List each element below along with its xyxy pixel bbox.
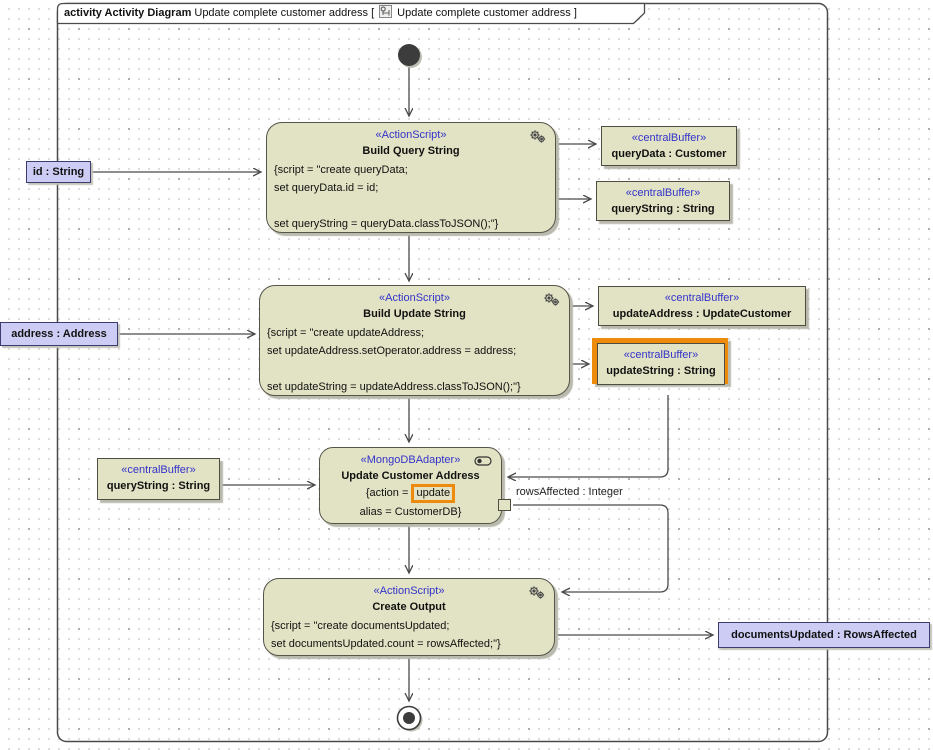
- buffer-label: updateString : String: [606, 365, 716, 377]
- final-node[interactable]: [396, 705, 423, 732]
- gears-icon: [527, 585, 546, 603]
- action-alias-line: alias = CustomerDB}: [359, 506, 462, 518]
- gears-icon: [528, 129, 547, 147]
- action-script-text: {script = "create updateAddress; set upd…: [267, 327, 521, 393]
- stereotype-label: «centralBuffer»: [623, 349, 699, 361]
- buffer-updateaddress-updatecustomer[interactable]: «centralBuffer» updateAddress : UpdateCu…: [598, 286, 806, 326]
- adapter-icon: [474, 456, 493, 469]
- initial-node[interactable]: [398, 44, 422, 68]
- highlighted-action-value[interactable]: update: [411, 484, 456, 503]
- action-build-update-string[interactable]: «ActionScript» Build Update String {scri…: [259, 285, 570, 396]
- action-name: Build Query String: [362, 145, 460, 157]
- action-property-line: {action = update: [320, 484, 501, 503]
- action-name: Update Customer Address: [341, 470, 480, 482]
- buffer-querydata-customer[interactable]: «centralBuffer» queryData : Customer: [601, 126, 737, 166]
- parameter-documentsupdated-rowsaffected[interactable]: documentsUpdated : RowsAffected: [718, 622, 930, 648]
- activity-diagram-icon: [379, 5, 393, 21]
- action-script-text: {script = "create queryData; set queryDa…: [274, 164, 499, 230]
- gears-icon: [542, 292, 561, 310]
- frame-title: activity Activity Diagram Update complet…: [64, 5, 577, 21]
- buffer-querystring-right[interactable]: «centralBuffer» queryString : String: [596, 181, 730, 221]
- frame-title-name: Update complete customer address [: [194, 7, 375, 19]
- frame-title-kind: activity Activity Diagram: [64, 7, 192, 19]
- action-update-customer-address[interactable]: «MongoDBAdapter» Update Customer Address…: [319, 447, 502, 524]
- parameter-label: documentsUpdated : RowsAffected: [731, 629, 917, 641]
- stereotype-label: «centralBuffer»: [121, 464, 196, 476]
- action-build-query-string[interactable]: «ActionScript» Build Query String {scrip…: [266, 122, 556, 233]
- output-pin-rowsaffected[interactable]: [498, 499, 511, 511]
- frame-header-tab: [56, 2, 646, 25]
- stereotype-label: «ActionScript»: [379, 292, 450, 304]
- parameter-id-string[interactable]: id : String: [26, 161, 91, 183]
- pin-label-rowsaffected: rowsAffected : Integer: [516, 486, 623, 498]
- buffer-label: updateAddress : UpdateCustomer: [612, 308, 792, 320]
- buffer-updatestring-string[interactable]: «centralBuffer» updateString : String: [597, 343, 725, 385]
- action-script-text: {script = "create documentsUpdated; set …: [271, 620, 501, 650]
- parameter-label: id : String: [32, 166, 85, 178]
- stereotype-label: «ActionScript»: [375, 129, 447, 141]
- action-name: Create Output: [372, 601, 446, 613]
- buffer-label: queryString : String: [611, 203, 715, 215]
- action-name: Build Update String: [363, 308, 466, 320]
- stereotype-label: «centralBuffer»: [664, 292, 740, 304]
- edge-rowsaffected-to-create-output[interactable]: [513, 504, 669, 592]
- buffer-label: queryData : Customer: [611, 148, 727, 160]
- action-create-output[interactable]: «ActionScript» Create Output {script = "…: [263, 578, 555, 656]
- stereotype-label: «centralBuffer»: [631, 132, 707, 144]
- parameter-label: address : Address: [11, 328, 107, 340]
- edge-updatestring-to-mongo[interactable]: [508, 395, 669, 477]
- buffer-label: queryString : String: [106, 480, 211, 492]
- buffer-querystring-left[interactable]: «centralBuffer» queryString : String: [97, 458, 220, 500]
- stereotype-label: «ActionScript»: [373, 585, 445, 597]
- stereotype-label: «centralBuffer»: [625, 187, 701, 199]
- stereotype-label: «MongoDBAdapter»: [360, 454, 461, 466]
- buffer-updatestring-selected[interactable]: «centralBuffer» updateString : String: [592, 338, 728, 385]
- action-property-prefix: {action =: [365, 487, 412, 499]
- frame-title-context: Update complete customer address ]: [397, 7, 577, 19]
- parameter-address-address[interactable]: address : Address: [0, 322, 118, 346]
